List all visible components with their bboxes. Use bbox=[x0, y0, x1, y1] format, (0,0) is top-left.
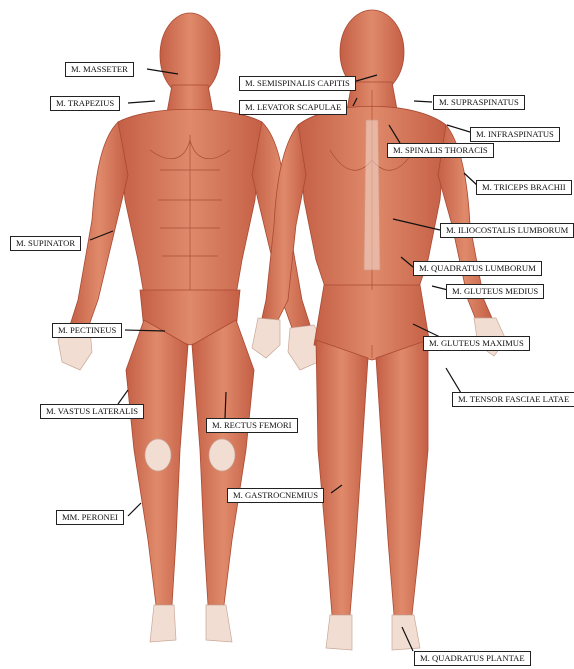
label-quadratus-lumborum: M. QUADRATUS LUMBORUM bbox=[413, 261, 542, 276]
label-vastus-lateralis: M. VASTUS LATERALIS bbox=[40, 404, 144, 419]
label-supraspinatus: M. SUPRASPINATUS bbox=[433, 95, 525, 110]
label-triceps-brachii: M. TRICEPS BRACHII bbox=[476, 180, 572, 195]
label-gastrocnemius: M. GASTROCNEMIUS bbox=[227, 488, 324, 503]
front-head bbox=[160, 13, 220, 97]
front-left-foot bbox=[150, 605, 176, 642]
label-gluteus-maximus: M. GLUTEUS MAXIMUS bbox=[423, 336, 530, 351]
front-hands-feet bbox=[58, 325, 322, 642]
front-right-foot bbox=[206, 605, 232, 642]
back-right-foot bbox=[392, 615, 420, 650]
back-left-hand bbox=[252, 318, 280, 358]
label-gluteus-medius: M. GLUTEUS MEDIUS bbox=[446, 284, 544, 299]
label-spinalis-thoracis: M. SPINALIS THORACIS bbox=[387, 143, 494, 158]
front-left-arm bbox=[70, 122, 128, 328]
front-right-knee bbox=[209, 439, 235, 471]
label-peronei: MM. PERONEI bbox=[56, 510, 124, 525]
label-semispinalis-capitis: M. SEMISPINALIS CAPITIS bbox=[239, 76, 356, 91]
back-left-foot bbox=[326, 615, 352, 650]
label-supinator: M. SUPINATOR bbox=[10, 236, 81, 251]
front-left-knee bbox=[145, 439, 171, 471]
label-levator-scapulae: M. LEVATOR SCAPULAE bbox=[239, 100, 347, 115]
label-infraspinatus: M. INFRASPINATUS bbox=[470, 127, 560, 142]
label-iliocostalis-lumborum: M. ILIOCOSTALIS LUMBORUM bbox=[440, 223, 574, 238]
label-quadratus-plantae: M. QUADRATUS PLANTAE bbox=[414, 651, 531, 666]
back-left-leg bbox=[316, 340, 368, 615]
back-right-leg bbox=[376, 340, 428, 615]
label-rectus-femori: M. RECTUS FEMORI bbox=[206, 418, 298, 433]
label-masseter: M. MASSETER bbox=[65, 62, 134, 77]
back-spine bbox=[364, 120, 380, 270]
label-trapezius: M. TRAPEZIUS bbox=[50, 96, 120, 111]
label-pectineus: M. PECTINEUS bbox=[52, 323, 122, 338]
label-tensor-fasciae-latae: M. TENSOR FASCIAE LATAE bbox=[452, 392, 574, 407]
